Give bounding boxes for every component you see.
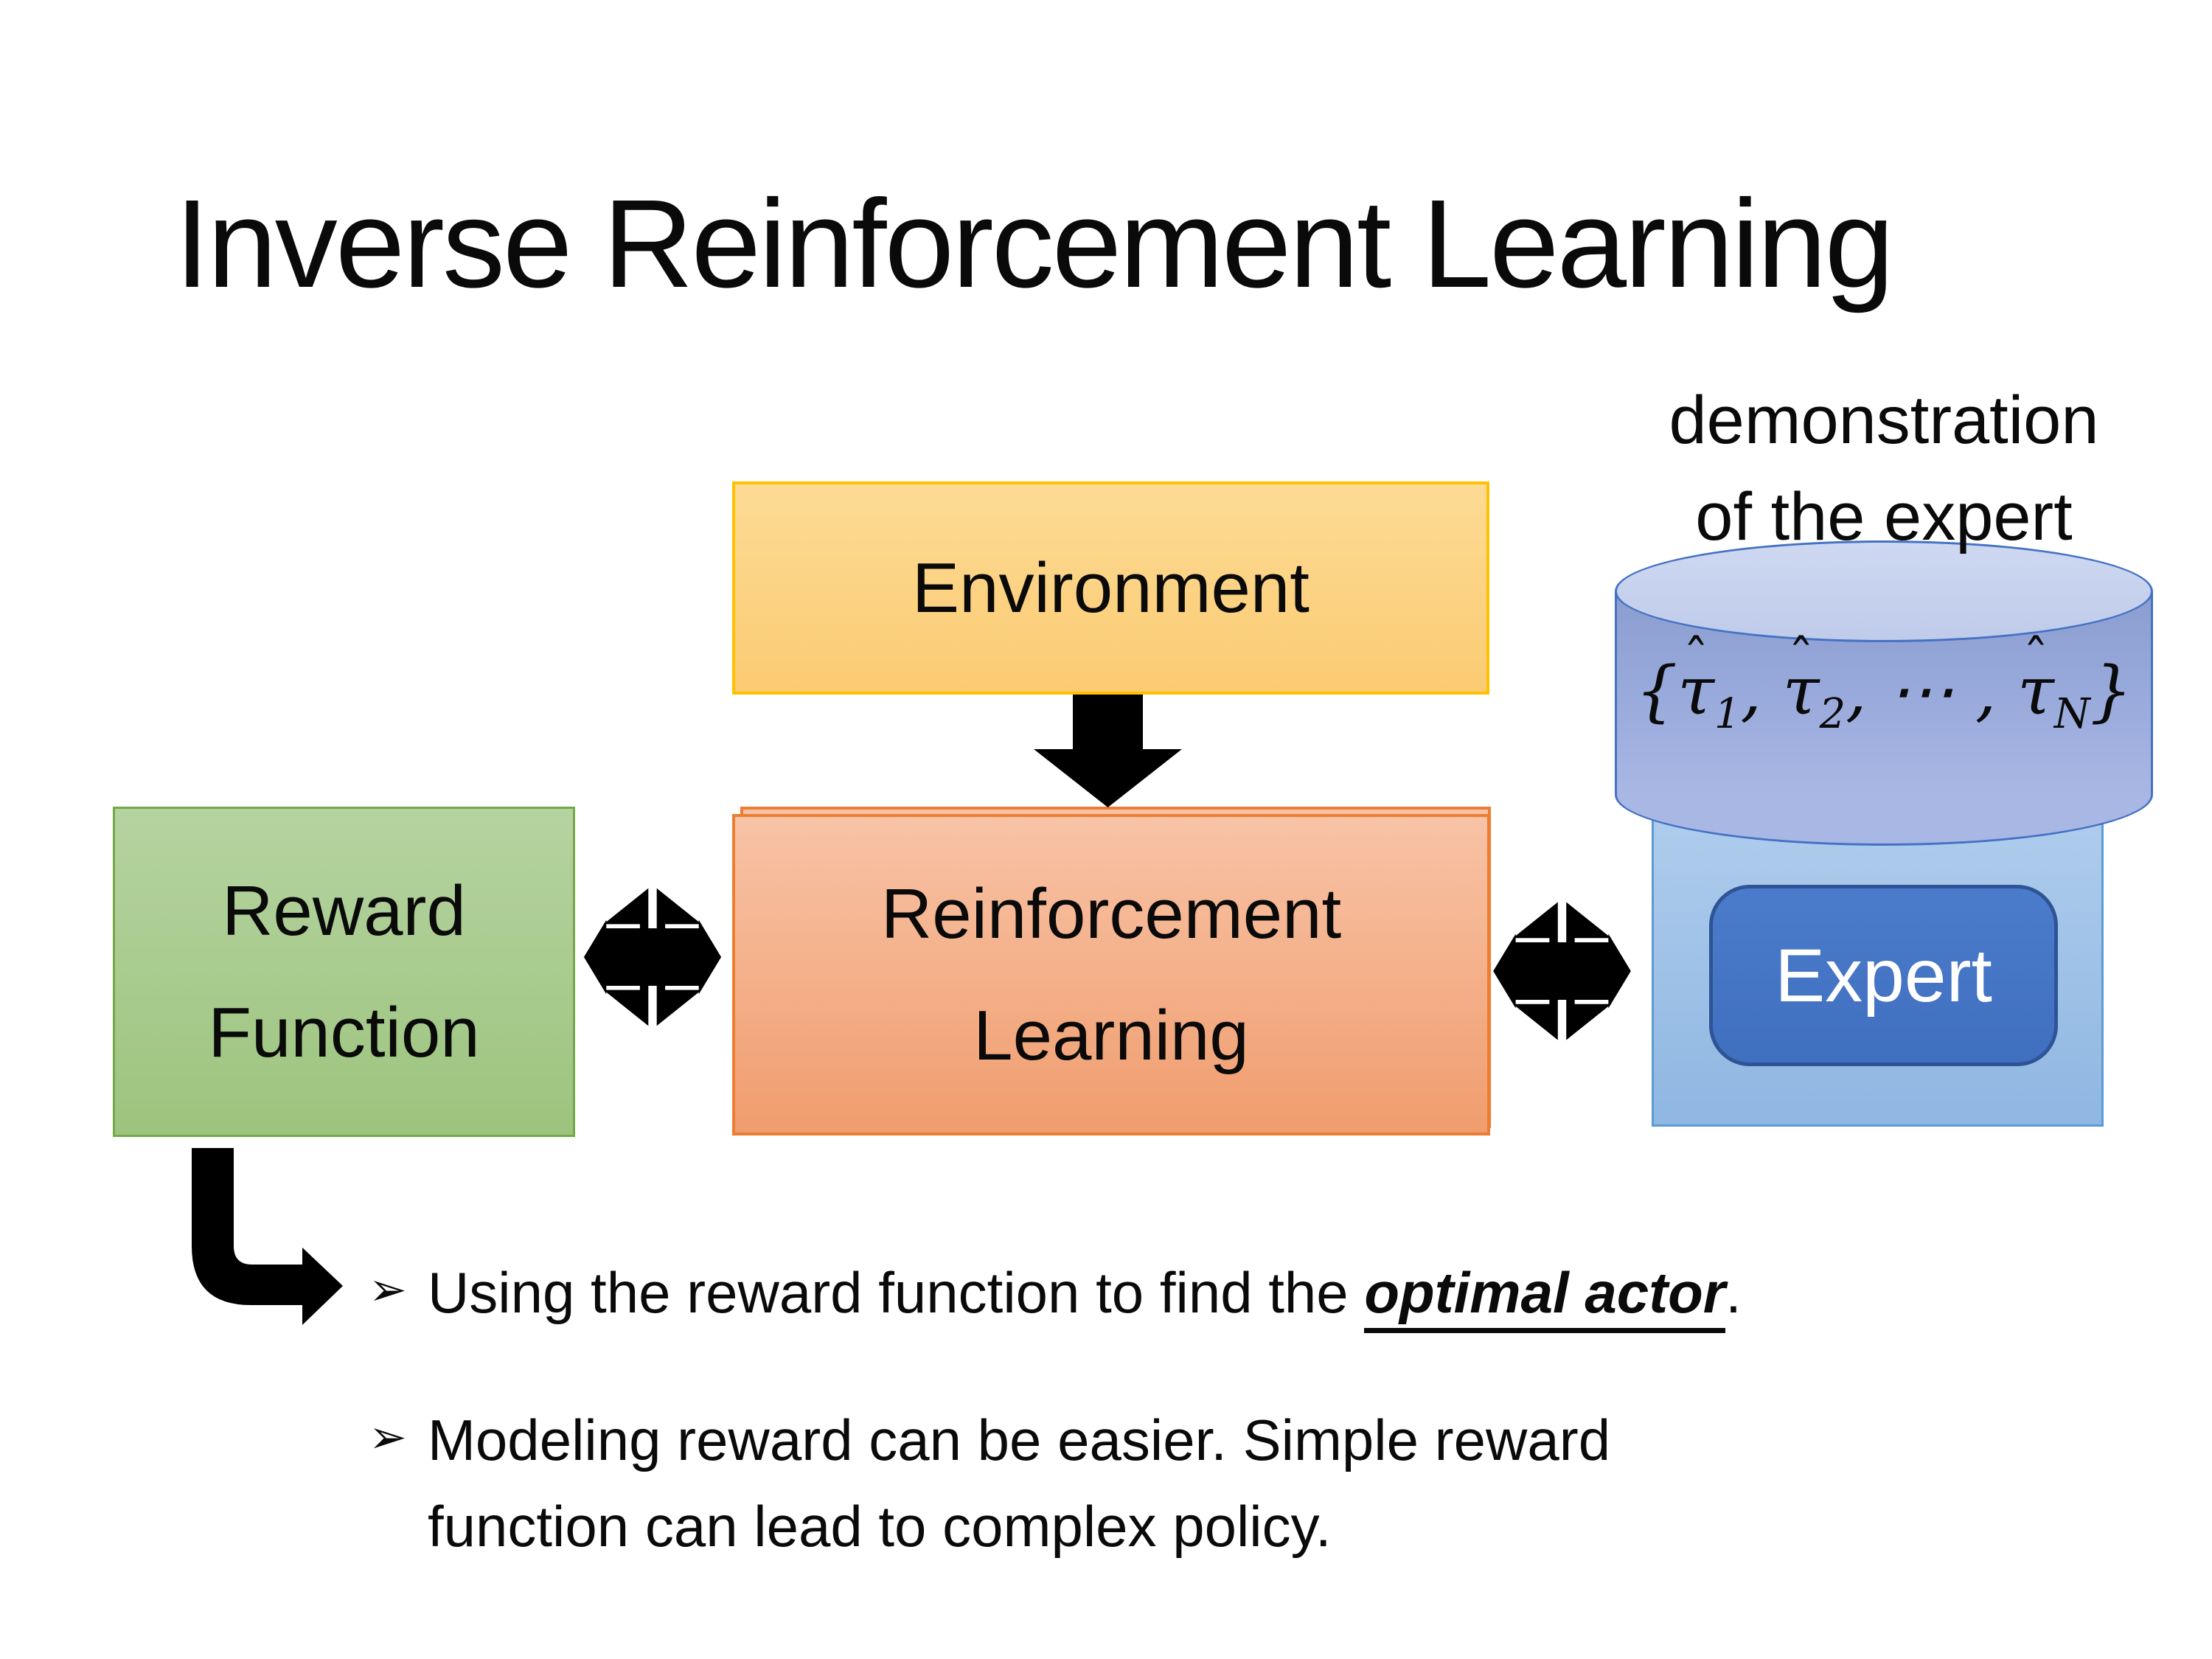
bullet-2-line1: Modeling reward can be easier. Simple re…: [427, 1408, 1611, 1472]
bullet-2-line2: function can lead to complex policy.: [427, 1494, 1332, 1559]
bullet-item-1: ➢ Using the reward function to find the …: [369, 1250, 2153, 1336]
reward-function-label-line2: Function: [208, 993, 480, 1072]
hat-accent: ˆ: [1683, 628, 1709, 689]
bent-arrow-icon: [192, 1148, 343, 1325]
hat-accent: ˆ: [1788, 628, 1815, 689]
reinforcement-learning-label-line2: Learning: [973, 996, 1249, 1075]
demonstration-cylinder-top: [1615, 540, 2153, 642]
bullet-1-text: Using the reward function to find the op…: [428, 1250, 1742, 1336]
reinforcement-learning-label-line1: Reinforcement: [880, 874, 1342, 953]
bidirectional-arrow-icon: [583, 883, 722, 1031]
hat-accent: ˆ: [2023, 628, 2049, 689]
bullet-2-text: Modeling reward can be easier. Simple re…: [428, 1397, 1610, 1570]
reward-function-box: Reward Function: [113, 807, 575, 1137]
demonstration-label-line2: of the expert: [1695, 479, 2073, 554]
optimal-actor-emphasis: optimal actor: [1364, 1260, 1726, 1333]
reinforcement-learning-box: Reinforcement Learning: [732, 814, 1490, 1135]
demonstration-label-line1: demonstration: [1669, 383, 2099, 458]
down-arrow-icon: [1034, 695, 1182, 807]
expert-box: Expert: [1709, 885, 2058, 1066]
formula-close-brace: }: [2090, 653, 2132, 730]
environment-label: Environment: [912, 548, 1310, 627]
arrow-bullet-icon: ➢: [369, 1412, 407, 1463]
environment-box: Environment: [732, 481, 1489, 695]
reward-function-label-line1: Reward: [222, 871, 466, 950]
bidirectional-arrow-icon: [1493, 897, 1631, 1045]
formula-open-brace: {: [1635, 653, 1678, 730]
arrow-bullet-icon: ➢: [369, 1265, 407, 1315]
expert-label: Expert: [1775, 933, 1992, 1018]
page-title: Inverse Reinforcement Learning: [175, 174, 1894, 314]
bullet-item-2: ➢ Modeling reward can be easier. Simple …: [369, 1397, 2153, 1570]
demonstration-label: demonstration of the expert: [1578, 372, 2190, 565]
